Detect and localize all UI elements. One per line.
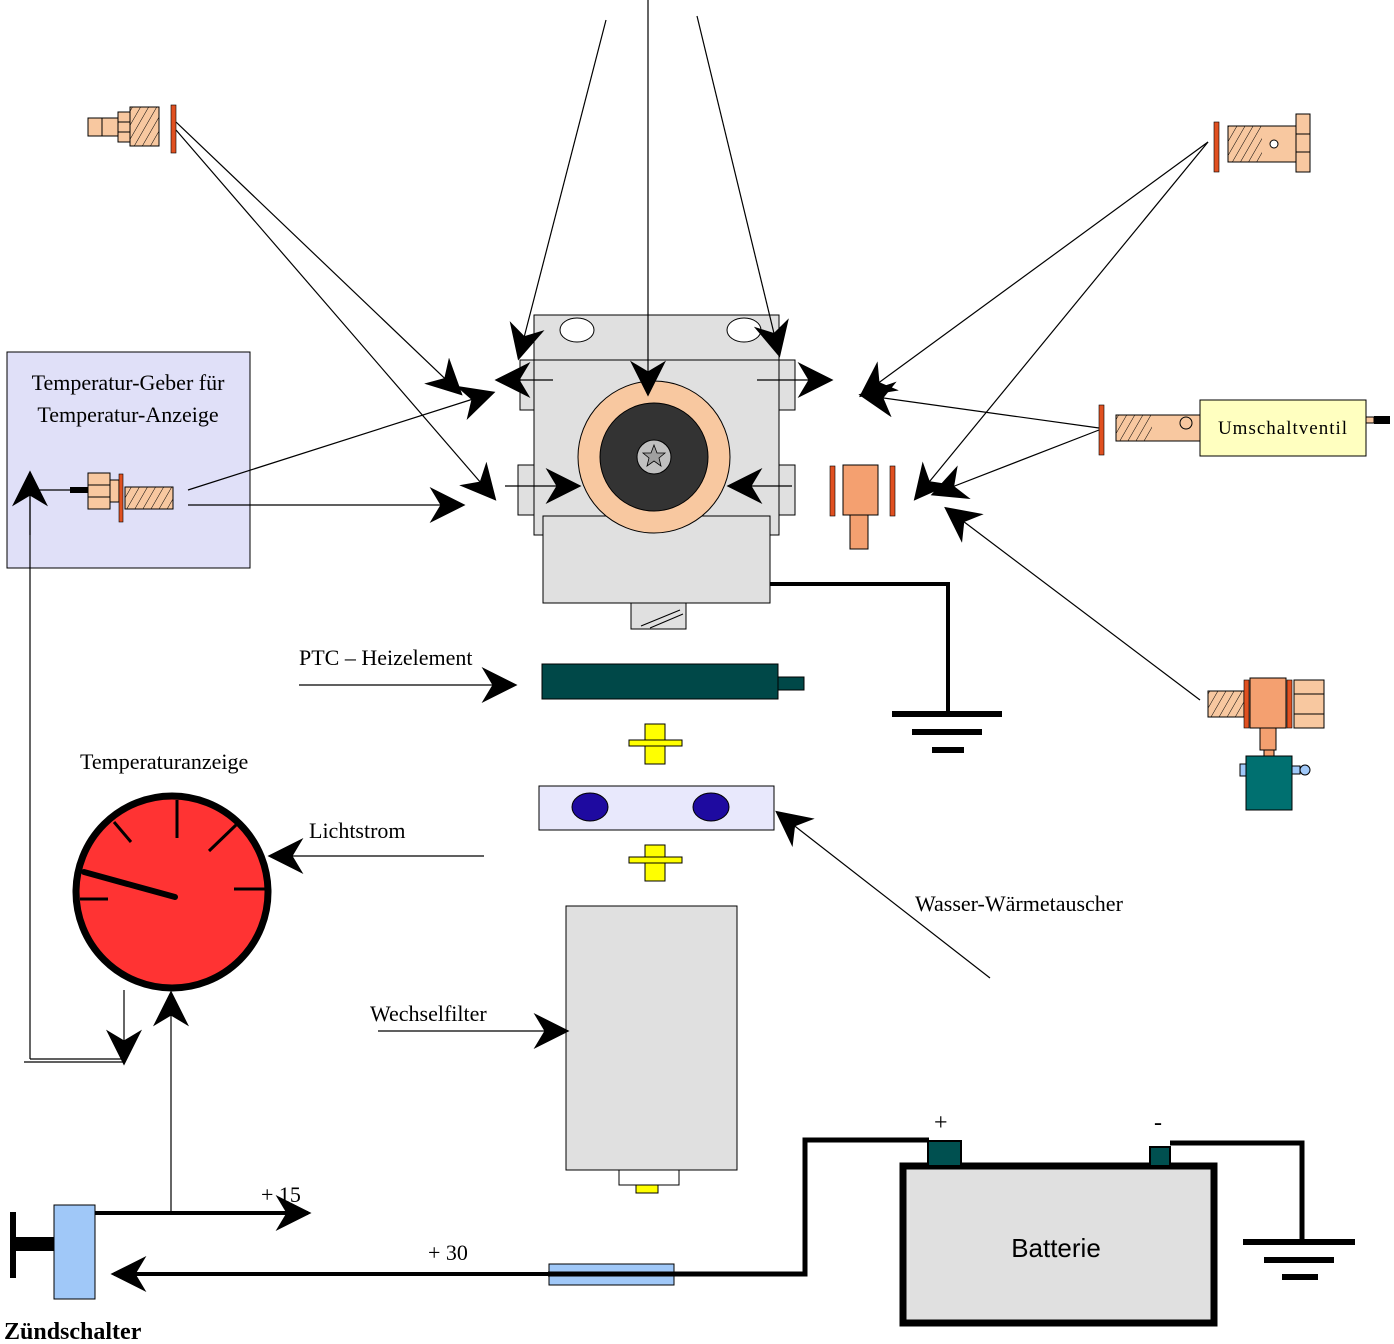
ground-symbol-2 (1243, 1239, 1355, 1280)
plus30-label: + 30 (428, 1240, 468, 1265)
temp-sender-group: Temperatur-Geber für Temperatur-Anzeige (6, 351, 251, 569)
light-current-label: Lichtstrom (309, 818, 406, 843)
heat-exchanger: Wasser-Wärmetauscher (538, 785, 1124, 916)
ground-symbol-1 (892, 711, 1002, 753)
temp-sender-label-2: Temperatur-Anzeige (37, 402, 218, 427)
temp-sender-label-1: Temperatur-Geber für (32, 370, 226, 395)
water-exchanger-label: Wasser-Wärmetauscher (915, 891, 1124, 916)
ignition-switch: Zündschalter (4, 1204, 142, 1344)
gauge-dial (72, 792, 272, 992)
temp-display-label: Temperaturanzeige (80, 749, 248, 774)
change-filter: Wechselfilter (370, 905, 738, 1194)
battery-label: Batterie (1011, 1233, 1101, 1263)
pointer-arrows (175, 0, 1209, 1049)
switch-valve: Umschaltventil (1098, 399, 1390, 457)
ignition-switch-label: Zündschalter (4, 1319, 142, 1344)
switch-valve-label: Umschaltventil (1218, 418, 1348, 439)
battery-plus-terminal (927, 1140, 962, 1167)
switch-valve-box (1199, 399, 1367, 457)
power-wires (95, 582, 1305, 1292)
ptc-label: PTC – Heizelement (299, 645, 473, 670)
battery-minus-terminal (1149, 1146, 1171, 1167)
plus15-label: + 15 (261, 1182, 301, 1207)
top-right-bolt (1213, 113, 1311, 173)
temp-gauge: Temperaturanzeige Lichtstrom (72, 749, 406, 992)
battery-plus-label: + (934, 1110, 948, 1136)
plug-part (829, 464, 896, 550)
change-filter-label: Wechselfilter (370, 1001, 487, 1026)
yellow-connector-2 (628, 844, 683, 882)
battery: + - Batterie (899, 1110, 1218, 1327)
temp-sender-part (70, 472, 174, 523)
ptc-element: PTC – Heizelement (299, 645, 805, 700)
temp-sender-box (6, 351, 251, 569)
yellow-connector-1 (628, 723, 683, 765)
battery-minus-label: - (1154, 1110, 1162, 1136)
gauge-needle (81, 869, 178, 900)
gauge-wires (11, 470, 189, 1213)
top-left-bolt (87, 104, 177, 154)
solenoid-valve (1207, 677, 1325, 811)
pump-housing (517, 314, 796, 630)
